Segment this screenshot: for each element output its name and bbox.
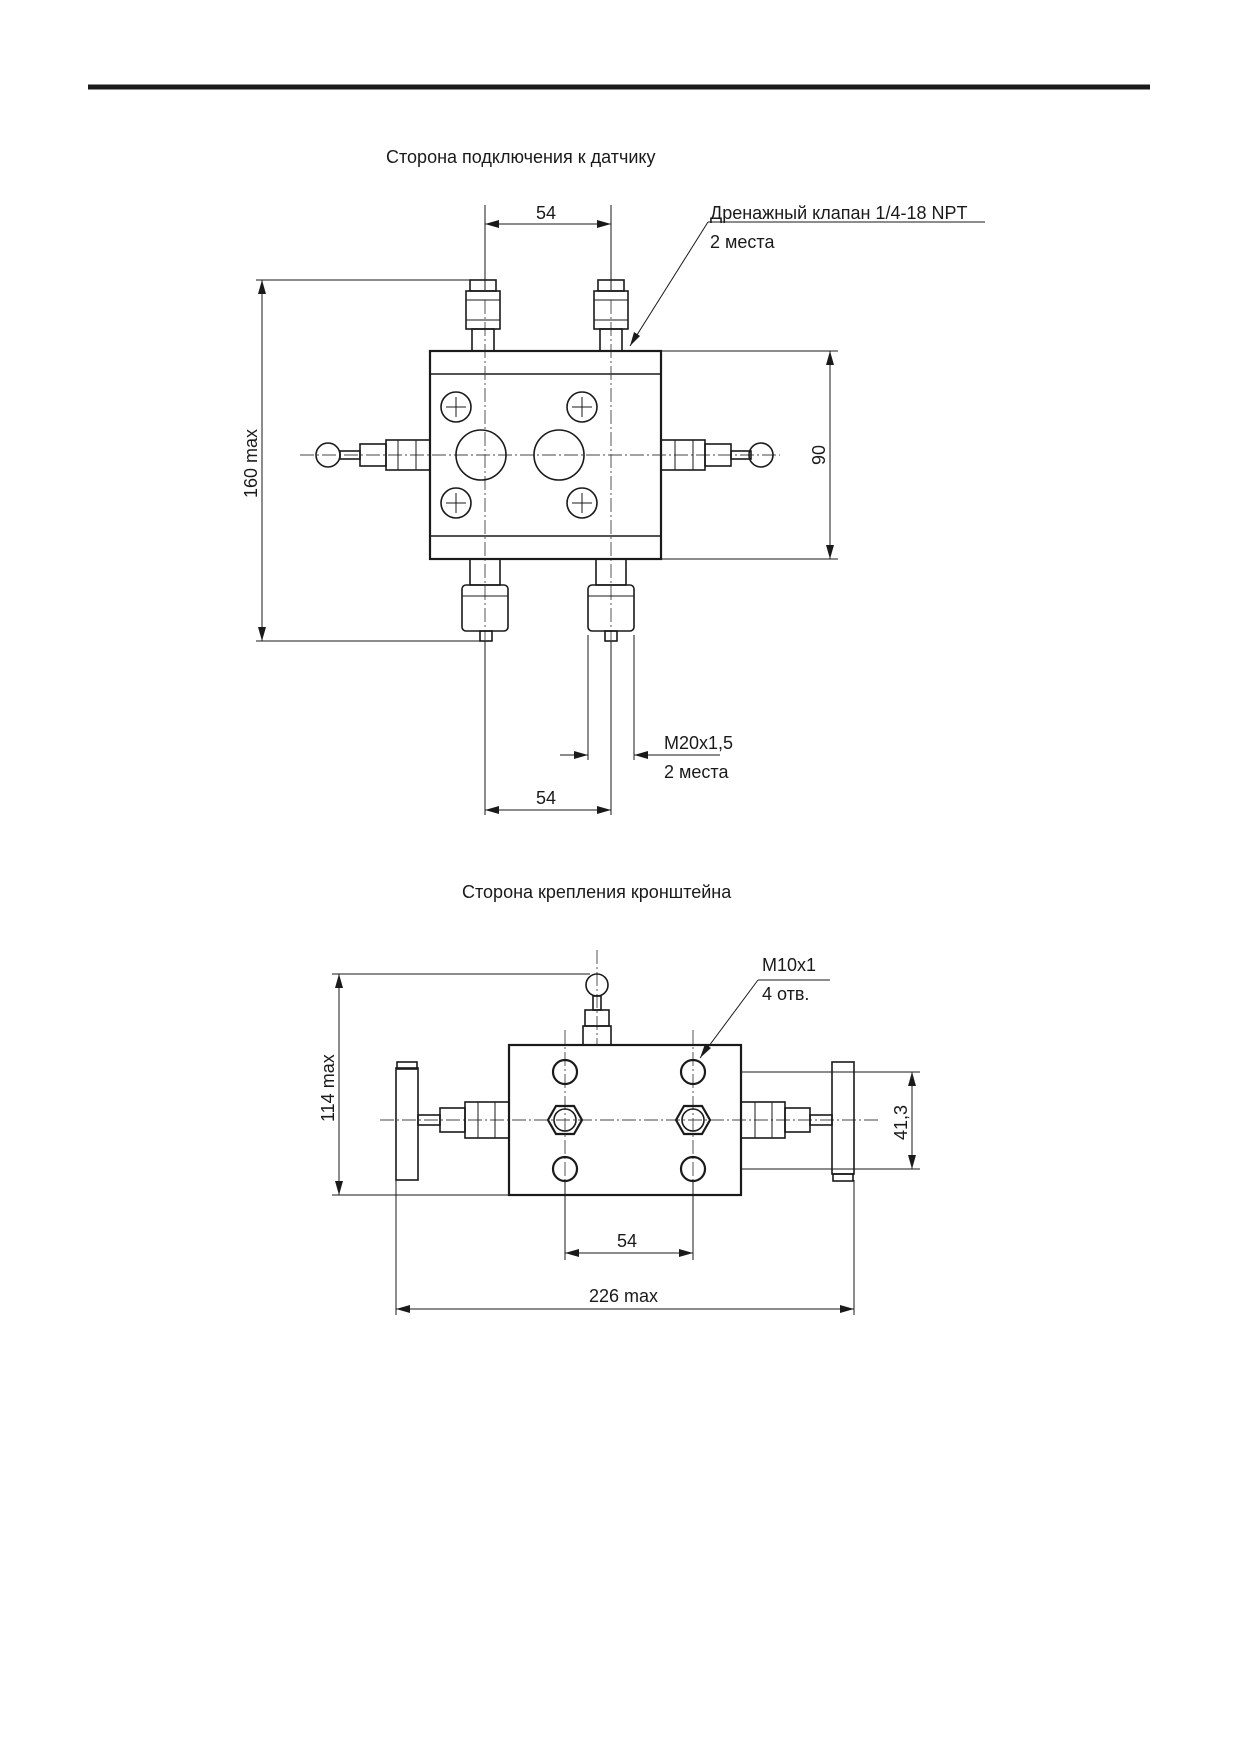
- process-connection-left: [461, 558, 509, 642]
- dim-226-max-label: 226 max: [589, 1286, 658, 1306]
- drain-valve-leader: Дренажный клапан 1/4-18 NPT 2 места: [629, 203, 985, 347]
- mounting-holes: [440, 391, 598, 519]
- dim-hole-54-label: 54: [617, 1231, 637, 1251]
- dim-hole-54: 54: [564, 1181, 694, 1260]
- handle-valve-left: [395, 1061, 510, 1181]
- top-vent-valve: [582, 973, 612, 1046]
- side-valve-right: [660, 439, 774, 471]
- process-ports: [455, 429, 585, 481]
- drain-valve-label: Дренажный клапан 1/4-18 NPT: [710, 203, 967, 223]
- dim-90: 90: [661, 350, 838, 560]
- dim-thread: M20x1,5 2 места: [560, 635, 733, 782]
- dim-top-54: 54: [484, 203, 612, 290]
- dim-top-54-label: 54: [536, 203, 556, 223]
- dim-90-label: 90: [809, 445, 829, 465]
- bottom-view-title: Сторона крепления кронштейна: [462, 882, 732, 902]
- drain-valve-left: [465, 279, 501, 352]
- bottom-view-drawing: [380, 950, 880, 1210]
- top-view-title: Сторона подключения к датчику: [386, 147, 655, 167]
- top-view-drawing: [300, 279, 780, 642]
- thread-count: 2 места: [664, 762, 729, 782]
- handle-valve-right: [740, 1061, 855, 1182]
- m10-count: 4 отв.: [762, 984, 809, 1004]
- dim-41-3: 41,3: [741, 1071, 920, 1170]
- thread-label: M20x1,5: [664, 733, 733, 753]
- dim-226-max: 226 max: [395, 1180, 855, 1315]
- m10-label: M10x1: [762, 955, 816, 975]
- drain-valve-right: [593, 279, 629, 352]
- hex-ports: [546, 1104, 712, 1136]
- dim-bottom-54: 54: [484, 641, 612, 815]
- dim-114-max-label: 114 max: [318, 1054, 338, 1122]
- process-connection-right: [587, 558, 635, 642]
- m10-leader: M10x1 4 отв.: [699, 955, 830, 1059]
- side-valve-left: [315, 439, 431, 471]
- dim-bottom-54-label: 54: [536, 788, 556, 808]
- dim-160-max: 160 max: [241, 279, 480, 642]
- dim-114-max: 114 max: [318, 973, 590, 1196]
- dim-41-3-label: 41,3: [891, 1105, 911, 1140]
- drain-valve-count: 2 места: [710, 232, 775, 252]
- dim-160-max-label: 160 max: [241, 429, 261, 498]
